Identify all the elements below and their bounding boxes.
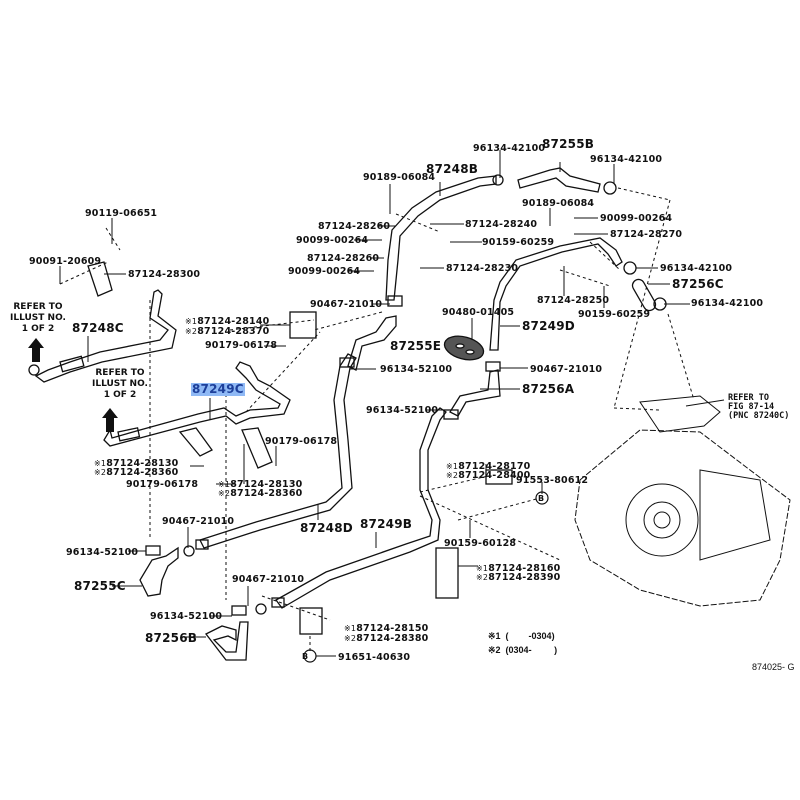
footnote-1: ※1 ( -0304) <box>488 631 555 641</box>
part-label-90099-00264-b[interactable]: 90099-00264 <box>288 266 361 277</box>
part-label-87249c-highlighted[interactable]: 87249C <box>191 382 245 396</box>
part-label-90119-06651[interactable]: 90119-06651 <box>85 208 158 219</box>
part-label-90179-06178-a[interactable]: 90179-06178 <box>205 340 278 351</box>
part-label-87249d[interactable]: 87249D <box>522 319 575 333</box>
hose-87256a <box>443 361 501 420</box>
part-label-96134-42100-b[interactable]: 96134-42100 <box>590 154 663 165</box>
part-label-90189-06084-b[interactable]: 90189-06084 <box>522 198 595 209</box>
note-mark-1: ※1 <box>185 317 198 326</box>
part-label-90467-21010-a[interactable]: 90467-21010 <box>162 516 235 527</box>
part-label-87248b[interactable]: 87248B <box>426 162 479 176</box>
part-label-91553-80612[interactable]: 91553-80612 <box>516 475 589 486</box>
part-label-87124-28130-b[interactable]: ※187124-28130 <box>218 479 303 490</box>
part-label-87248d[interactable]: 87248D <box>300 521 353 535</box>
part-label-87124-28250[interactable]: 87124-28250 <box>537 295 610 306</box>
figure-id: 874025- G <box>752 662 795 672</box>
grommet-90480-01405 <box>443 335 485 361</box>
part-label-87124-28240[interactable]: 87124-28240 <box>465 219 538 230</box>
part-label-87124-28360-a[interactable]: ※287124-28360 <box>94 467 179 478</box>
part-label-87255e[interactable]: 87255E <box>390 339 442 353</box>
arrows <box>28 338 118 432</box>
part-label-90159-60259-b[interactable]: 90159-60259 <box>578 309 651 320</box>
hose-87255b <box>492 167 617 195</box>
part-label-90467-21010-b[interactable]: 90467-21010 <box>232 574 305 585</box>
note-mark-2: ※2 <box>185 327 198 336</box>
part-label-90467-21010-d[interactable]: 90467-21010 <box>530 364 603 375</box>
part-label-96134-42100-d[interactable]: 96134-42100 <box>691 298 764 309</box>
hose-87256b <box>205 603 267 661</box>
pipe-87249b <box>271 407 447 609</box>
part-label-87124-28390[interactable]: ※287124-28390 <box>476 572 561 583</box>
part-label-90179-06178-b[interactable]: 90179-06178 <box>265 436 338 447</box>
part-label-87124-28260-b[interactable]: 87124-28260 <box>307 253 380 264</box>
refer-note-illust-2: REFER TO ILLUST NO. 1 OF 2 <box>92 368 148 400</box>
part-label-90480-01405[interactable]: 90480-01405 <box>442 307 515 318</box>
part-label-87124-28230[interactable]: 87124-28230 <box>446 263 519 274</box>
footnote-2: ※2 (0304- ) <box>488 645 558 655</box>
hose-87255e <box>339 315 397 371</box>
part-label-87256a[interactable]: 87256A <box>522 382 575 396</box>
part-label-90179-06178-c[interactable]: 90179-06178 <box>126 479 199 490</box>
part-label-90159-60259-a[interactable]: 90159-60259 <box>482 237 555 248</box>
part-label-90099-00264-a[interactable]: 90099-00264 <box>296 235 369 246</box>
part-label-87248c[interactable]: 87248C <box>72 321 124 335</box>
pipe-87249d <box>489 237 623 351</box>
pipe-87249c <box>103 361 291 447</box>
part-label-96134-52100-a[interactable]: 96134-52100 <box>66 547 139 558</box>
pipe-87248d <box>195 353 357 550</box>
part-label-96134-42100-a[interactable]: 96134-42100 <box>473 143 546 154</box>
part-label-96134-52100-b[interactable]: 96134-52100 <box>150 611 223 622</box>
part-label-87249b[interactable]: 87249B <box>360 517 413 531</box>
part-label-87124-28400[interactable]: ※287124-28400 <box>446 470 531 481</box>
part-label-96134-52100-d[interactable]: 96134-52100 <box>366 405 439 416</box>
part-label-96134-42100-c[interactable]: 96134-42100 <box>660 263 733 274</box>
part-label-87256c[interactable]: 87256C <box>672 277 724 291</box>
circle-b-marker-label-2: B <box>538 494 545 503</box>
part-label-87124-28170[interactable]: ※187124-28170 <box>446 461 531 472</box>
part-label-90099-00264-c[interactable]: 90099-00264 <box>600 213 673 224</box>
part-label-87124-28370[interactable]: ※287124-28370 <box>185 326 270 337</box>
part-label-96134-52100-c[interactable]: 96134-52100 <box>380 364 453 375</box>
circle-b-markers <box>303 491 549 663</box>
part-label-87256b[interactable]: 87256B <box>145 631 198 645</box>
pipe-87248b <box>385 175 497 307</box>
part-label-87124-28380[interactable]: ※287124-28380 <box>344 633 429 644</box>
part-label-87255c[interactable]: 87255C <box>74 579 126 593</box>
refer-note-illust-1: REFER TO ILLUST NO. 1 OF 2 <box>10 302 66 334</box>
part-label-90091-20609[interactable]: 90091-20609 <box>29 256 102 267</box>
part-label-90467-21010-c[interactable]: 90467-21010 <box>310 299 383 310</box>
part-label-87124-28130-a[interactable]: ※187124-28130 <box>94 458 179 469</box>
part-label-87255b[interactable]: 87255B <box>542 137 595 151</box>
part-label-90189-06084-a[interactable]: 90189-06084 <box>363 172 436 183</box>
part-label-91651-40630[interactable]: 91651-40630 <box>338 652 411 663</box>
part-label-87124-28270[interactable]: 87124-28270 <box>610 229 683 240</box>
hose-87255c <box>139 545 195 597</box>
heater-unit <box>574 395 791 607</box>
part-label-87124-28140[interactable]: ※187124-28140 <box>185 316 270 327</box>
part-label-87124-28160[interactable]: ※187124-28160 <box>476 563 561 574</box>
part-label-87124-28260-a[interactable]: 87124-28260 <box>318 221 391 232</box>
pipe-87248c <box>28 289 177 383</box>
part-label-87124-28360-b[interactable]: ※287124-28360 <box>218 488 303 499</box>
part-label-90159-60128[interactable]: 90159-60128 <box>444 538 517 549</box>
part-label-87124-28300[interactable]: 87124-28300 <box>128 269 201 280</box>
refer-note-fig-87-14: REFER TO FIG 87-14 (PNC 87240C) <box>728 393 790 421</box>
part-label-87124-28150[interactable]: ※187124-28150 <box>344 623 429 634</box>
circle-b-marker-label-1: B <box>302 652 309 661</box>
